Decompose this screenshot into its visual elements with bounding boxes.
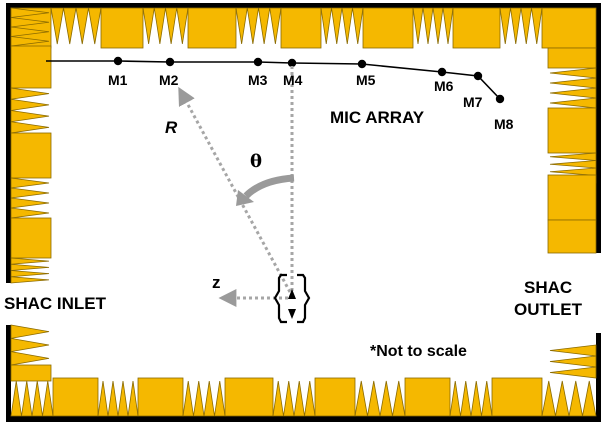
absorber-block bbox=[187, 7, 237, 49]
absorber-wedge bbox=[272, 380, 316, 417]
shac-inlet-label: SHAC INLET bbox=[4, 294, 107, 313]
shac-outlet-label-line1: SHAC bbox=[524, 278, 572, 297]
angle-arc-arrow bbox=[243, 174, 295, 199]
microphone-dot bbox=[253, 57, 263, 67]
absorber-wedge bbox=[10, 7, 50, 47]
absorber-wedge bbox=[354, 380, 406, 417]
absorber-wedge bbox=[10, 380, 54, 417]
absorber-wedge bbox=[182, 380, 226, 417]
shac-outlet-label-line2: OUTLET bbox=[514, 300, 583, 319]
mic-label: M7 bbox=[463, 94, 483, 110]
radius-line bbox=[178, 86, 292, 293]
right-wall-lower bbox=[596, 333, 601, 422]
bracket-left bbox=[273, 273, 287, 324]
absorber-block bbox=[137, 377, 184, 417]
angle-arrowhead bbox=[236, 190, 254, 206]
top-wall bbox=[6, 3, 601, 8]
absorber-wedge bbox=[549, 67, 597, 109]
microphone-dot bbox=[495, 94, 505, 104]
absorber-block bbox=[547, 174, 597, 221]
absorber-block bbox=[314, 377, 356, 417]
absorber-block bbox=[10, 132, 52, 179]
acoustic-wedges bbox=[10, 7, 597, 417]
source-triangle-bottom bbox=[288, 309, 296, 319]
absorber-wedge bbox=[412, 7, 454, 45]
absorber-wedge bbox=[10, 87, 50, 134]
absorber-wedge bbox=[541, 380, 597, 417]
absorber-block bbox=[52, 377, 99, 417]
mic-labels: M1 M2 M3 M4 M5 M6 M7 M8 bbox=[108, 72, 514, 132]
absorber-block bbox=[362, 7, 414, 49]
geometry-lines bbox=[178, 66, 295, 307]
absorber-block bbox=[404, 377, 451, 417]
absorber-wedge bbox=[235, 7, 282, 45]
absorber-block bbox=[100, 7, 144, 49]
absorber-block bbox=[10, 45, 52, 89]
not-to-scale-note: *Not to scale bbox=[370, 343, 467, 360]
absorber-block bbox=[547, 107, 597, 154]
absorber-wedge bbox=[10, 324, 50, 366]
microphone-dot bbox=[287, 58, 297, 68]
absorber-block bbox=[10, 364, 52, 382]
absorber-wedge bbox=[549, 344, 597, 379]
mic-label: M2 bbox=[159, 72, 179, 88]
absorber-wedge bbox=[97, 380, 139, 417]
absorber-block bbox=[547, 47, 597, 69]
microphone-dot bbox=[357, 59, 367, 69]
mic-label: M5 bbox=[356, 72, 376, 88]
absorber-block bbox=[541, 7, 597, 49]
mic-array-title: MIC ARRAY bbox=[330, 108, 425, 127]
mic-label: M4 bbox=[283, 72, 303, 88]
source-bracket bbox=[273, 273, 311, 324]
absorber-block bbox=[547, 219, 597, 254]
left-wall-lower bbox=[6, 325, 11, 422]
absorber-wedge bbox=[142, 7, 189, 45]
absorber-wedge bbox=[320, 7, 364, 45]
microphone-dot bbox=[165, 57, 175, 67]
absorber-wedge bbox=[10, 177, 50, 219]
chamber-walls bbox=[6, 3, 601, 422]
absorber-block bbox=[280, 7, 322, 49]
mic-label: M8 bbox=[494, 116, 514, 132]
mic-label: M1 bbox=[108, 72, 128, 88]
absorber-block bbox=[10, 217, 52, 259]
absorber-wedge bbox=[499, 7, 543, 45]
absorber-block bbox=[491, 377, 543, 417]
mic-label: M6 bbox=[434, 78, 454, 94]
absorber-wedge bbox=[50, 7, 102, 45]
bottom-wall bbox=[6, 416, 601, 422]
mic-array bbox=[46, 56, 505, 104]
z-axis-label: z bbox=[212, 273, 221, 292]
microphone-dot bbox=[437, 67, 447, 77]
microphone-dot bbox=[113, 56, 123, 66]
absorber-wedge bbox=[449, 380, 493, 417]
source-triangle-top bbox=[288, 289, 296, 299]
radius-label: R bbox=[165, 118, 178, 137]
right-wall-upper bbox=[596, 3, 601, 253]
theta-label: θ bbox=[250, 151, 262, 172]
absorber-block bbox=[224, 377, 274, 417]
left-wall-upper bbox=[6, 3, 11, 283]
mic-label: M3 bbox=[248, 72, 268, 88]
absorber-block bbox=[452, 7, 501, 49]
absorber-wedge bbox=[10, 257, 50, 284]
microphone-dot bbox=[473, 71, 483, 81]
bracket-right bbox=[297, 273, 311, 324]
